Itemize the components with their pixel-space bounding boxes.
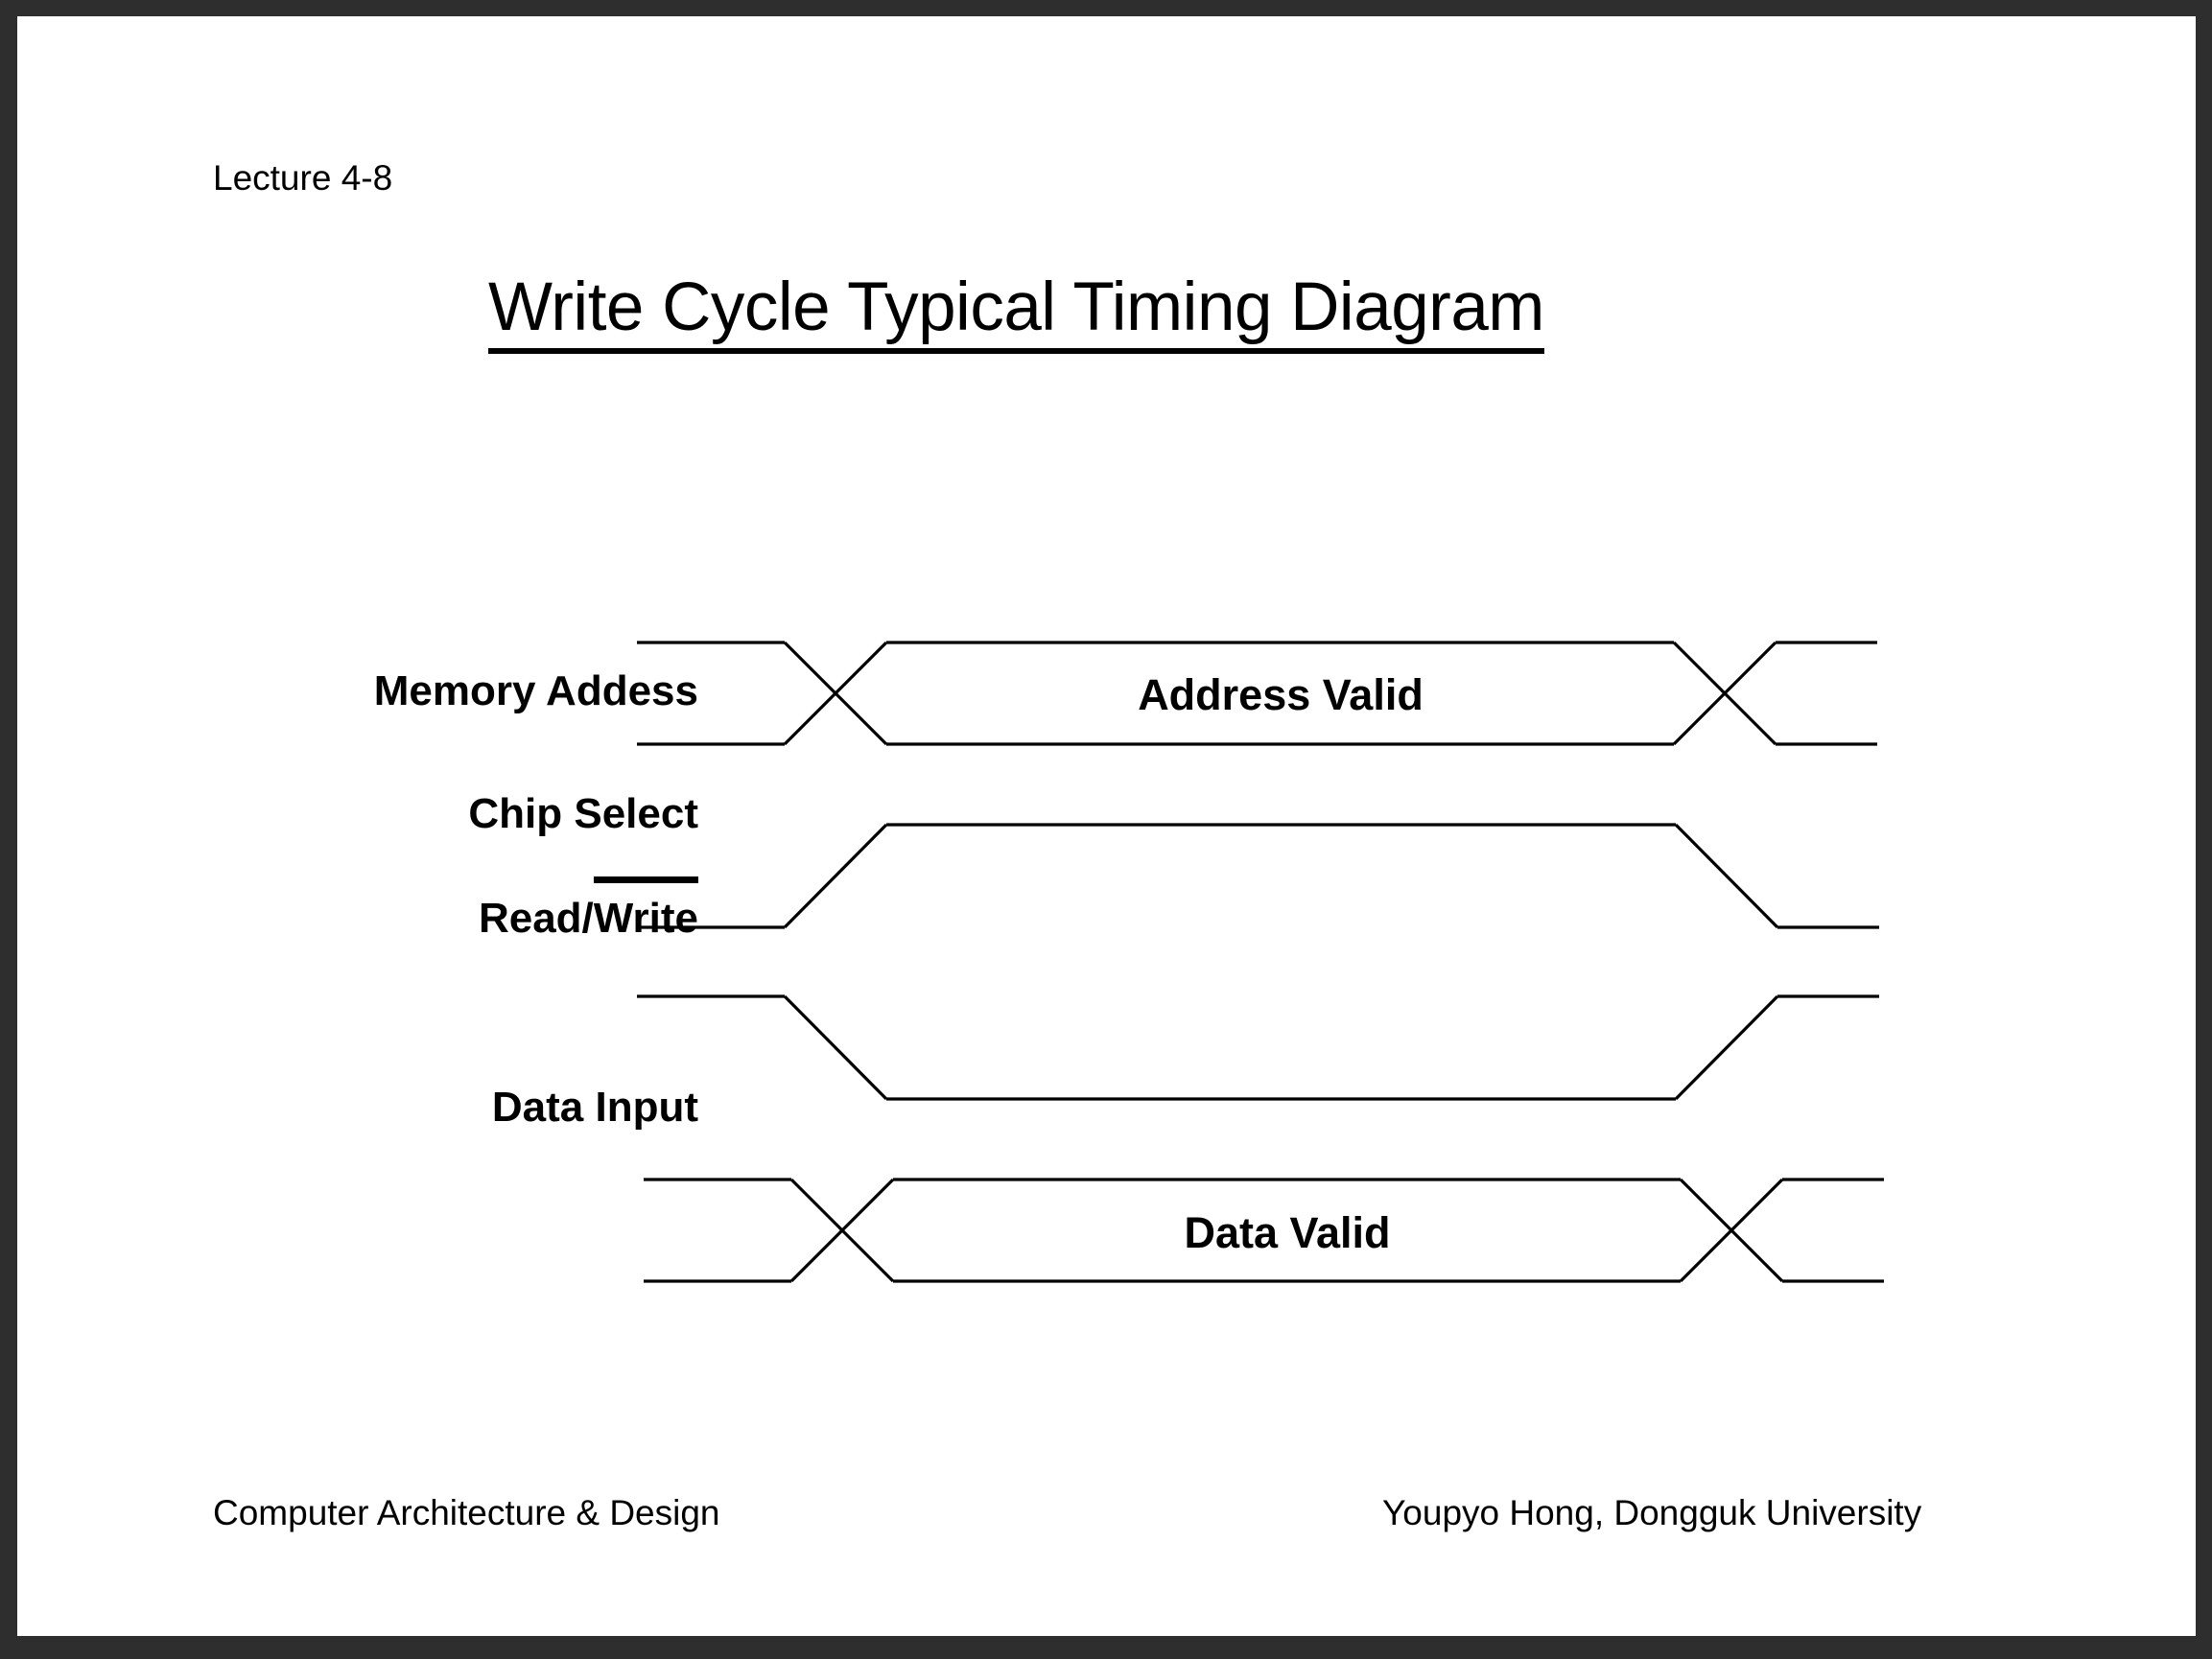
bus-value-address-valid: Address Valid	[1138, 670, 1424, 719]
wave-di-cross-right-down	[1679, 1178, 1784, 1283]
lecture-label: Lecture 4-8	[213, 158, 393, 198]
footer-course-name: Computer Architecture & Design	[213, 1493, 720, 1532]
wave-cross-right-up	[1672, 641, 1777, 746]
wave-cs-rise	[783, 823, 888, 929]
page-title: Write Cycle Typical Timing Diagram	[17, 269, 2196, 354]
signal-label-chip-select: Chip Select	[468, 790, 698, 837]
wave-di-cross-left-down	[789, 1178, 895, 1283]
signal-label-data-input: Data Input	[491, 1084, 698, 1131]
overbar-line	[593, 876, 698, 883]
wave-rw-fall	[783, 994, 888, 1101]
read-write-label-barred-wrap: Write	[593, 876, 698, 943]
wave-cs-fall	[1674, 823, 1779, 929]
read-write-label-barred: Write	[593, 895, 698, 942]
wave-di-cross-right-up	[1679, 1178, 1784, 1283]
bus-value-data-valid: Data Valid	[1184, 1208, 1391, 1257]
slide-canvas: Lecture 4-8 Write Cycle Typical Timing D…	[17, 16, 2196, 1636]
waveform-chip-select	[637, 823, 1879, 929]
footer-author: Youpyo Hong, Dongguk University	[1382, 1493, 1922, 1532]
wave-rw-rise	[1674, 994, 1779, 1101]
waveform-read-write	[637, 994, 1879, 1101]
wave-di-cross-left-up	[789, 1178, 895, 1283]
read-write-label-plain: Read/	[478, 895, 594, 942]
wave-cross-left-up	[783, 641, 888, 746]
wave-cross-right-down	[1672, 641, 1777, 746]
signal-label-memory-address: Memory Addess	[373, 667, 698, 714]
signal-label-read-write: Read/Write	[56, 876, 698, 943]
wave-cross-left-down	[783, 641, 888, 746]
page-title-text: Write Cycle Typical Timing Diagram	[488, 269, 1544, 354]
